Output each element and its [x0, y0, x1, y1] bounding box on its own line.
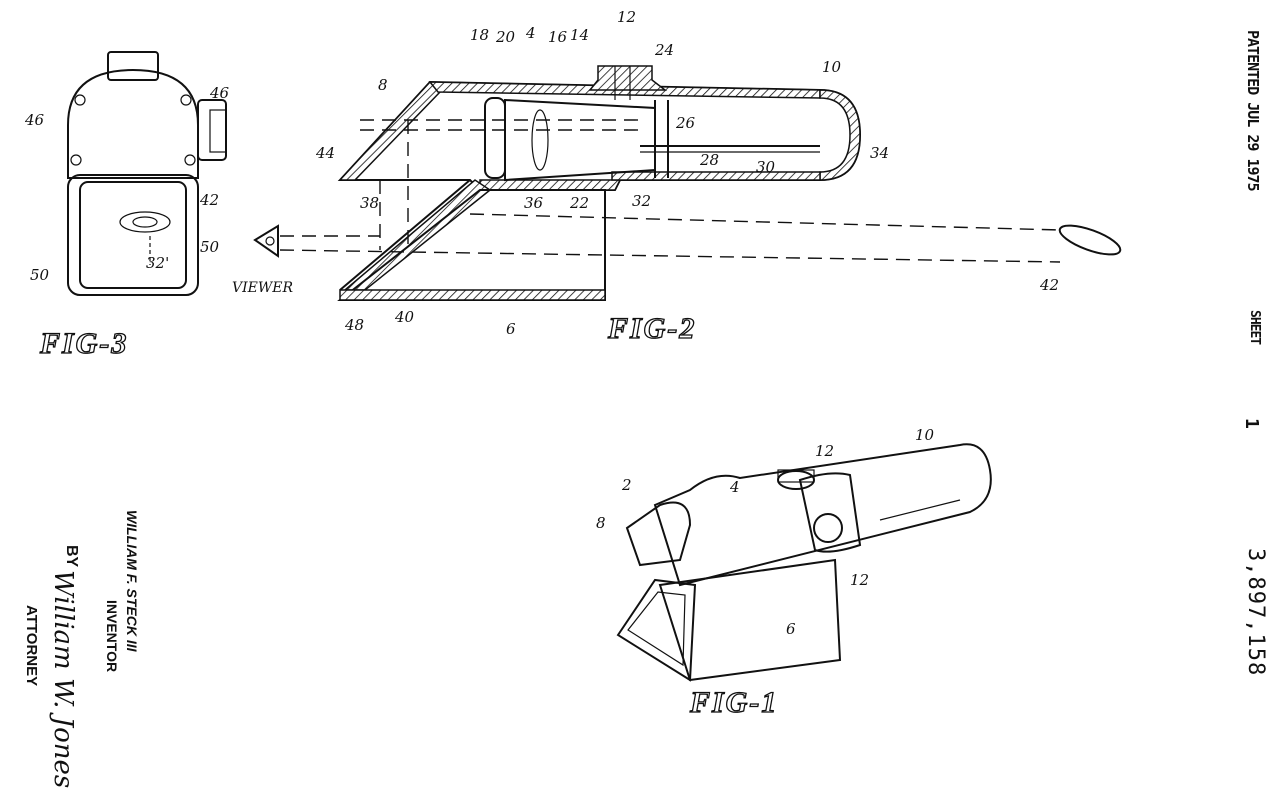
ref-32: 32 [632, 192, 651, 210]
ref-22: 22 [569, 194, 589, 212]
ref-46-left: 46 [24, 111, 45, 129]
figure-3-drawing [67, 51, 227, 296]
ref-34: 34 [870, 144, 889, 162]
ref-2: 2 [621, 476, 632, 494]
ref-38: 38 [360, 194, 379, 212]
ref-4: 4 [729, 478, 740, 496]
ref-30: 30 [756, 158, 776, 176]
ref-50-right: 50 [200, 238, 220, 256]
ref-28: 28 [699, 151, 719, 169]
ref-16: 16 [548, 28, 568, 46]
figure-1-caption: FIG-1 [689, 686, 778, 719]
patent-drawing-sheet: 18 20 4 16 14 12 24 10 8 44 26 28 30 34 … [24, 8, 1122, 720]
patented-date: PATENTED JUL 29 1975 [1244, 30, 1262, 191]
figure-1-drawing [616, 443, 992, 682]
by-label: BY [63, 545, 80, 568]
ref-12-side: 12 [850, 571, 869, 589]
ref-48: 48 [344, 316, 364, 334]
ref-36: 36 [524, 194, 544, 212]
figure-3-labels: 46 46 42 32' 50 50 FIG-3 [24, 84, 230, 361]
ref-26: 26 [675, 114, 696, 132]
ref-10: 10 [915, 426, 935, 444]
ref-18: 18 [470, 26, 489, 44]
figure-3-caption: FIG-3 [39, 327, 128, 360]
figure-2-caption: FIG-2 [607, 312, 696, 345]
ref-8: 8 [596, 514, 606, 532]
ref-32-prime: 32' [146, 254, 169, 272]
inventor-name: WILLIAM F. STECK III [124, 510, 140, 652]
ref-12: 12 [617, 8, 636, 26]
figure-2-labels: 18 20 4 16 14 12 24 10 8 44 26 28 30 34 … [232, 8, 1059, 346]
ref-10: 10 [822, 58, 842, 76]
ref-8: 8 [378, 76, 388, 94]
ref-42: 42 [1039, 276, 1059, 294]
ref-40: 40 [394, 308, 415, 326]
inventor-label: INVENTOR [104, 600, 120, 673]
patent-number: 3,897,158 [1243, 548, 1268, 677]
ref-6: 6 [506, 320, 516, 338]
ref-44: 44 [315, 144, 335, 162]
ref-4: 4 [525, 24, 536, 42]
ref-42: 42 [199, 191, 219, 209]
ref-20: 20 [495, 28, 516, 46]
ref-6: 6 [786, 620, 796, 638]
ref-12-top: 12 [815, 442, 834, 460]
viewer-label: VIEWER [232, 280, 293, 296]
figure-1-labels: 2 4 12 10 8 12 6 FIG-1 [596, 426, 935, 720]
ref-46-right: 46 [209, 84, 230, 102]
ref-50-left: 50 [30, 266, 50, 284]
ref-14: 14 [570, 26, 589, 44]
attorney-label: ATTORNEY [23, 605, 40, 687]
sheet-label: SHEET [1247, 310, 1262, 345]
figure-2-drawing [253, 65, 1122, 301]
sheet-number: 1 [1241, 418, 1262, 428]
attorney-signature: William W. Jones [48, 570, 78, 788]
ref-24: 24 [654, 41, 674, 59]
